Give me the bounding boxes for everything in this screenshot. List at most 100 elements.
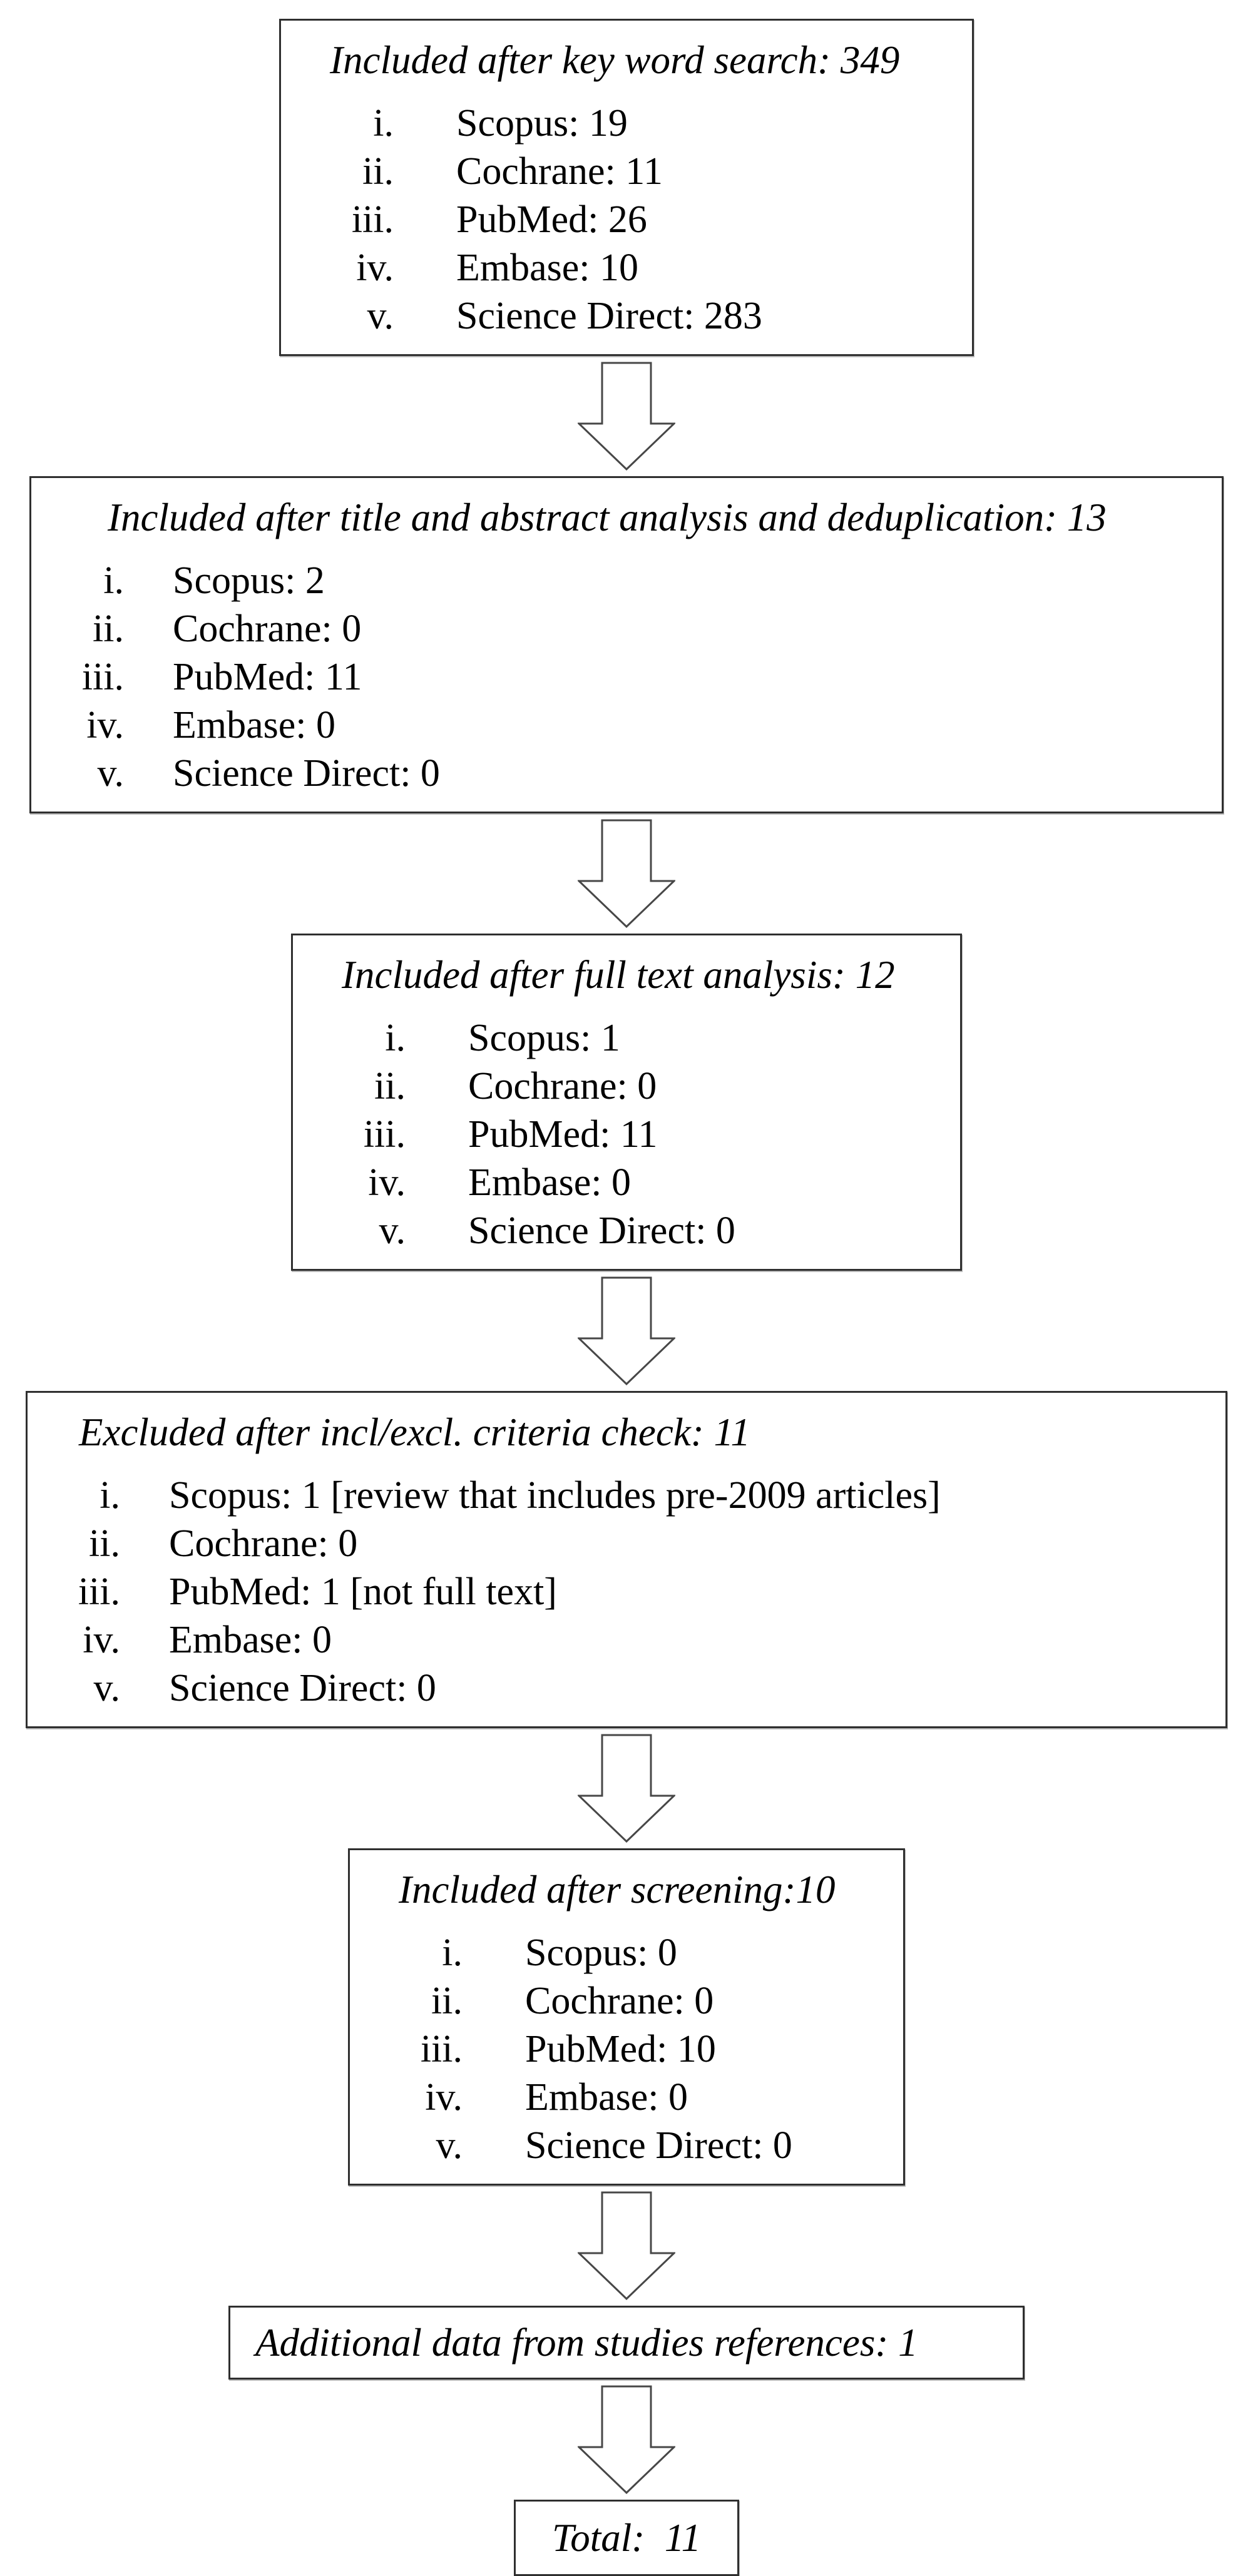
item-label: PubMed: 26 (456, 198, 647, 241)
list-item: iv. Embase: 0 (46, 1616, 1207, 1664)
list-item: iv. Embase: 0 (312, 1159, 941, 1207)
item-numeral: iii. (420, 2028, 463, 2070)
list-item: i. Scopus: 1 (312, 1014, 941, 1062)
item-label: PubMed: 11 (173, 656, 362, 698)
item-numeral: ii. (362, 150, 394, 193)
list-item: ii. Cochrane: 0 (50, 605, 1203, 653)
item-label: Cochrane: 11 (456, 150, 663, 193)
item-label: Embase: 0 (173, 704, 335, 746)
list-item: iv. Embase: 0 (369, 2074, 884, 2122)
item-label: PubMed: 1 [not full text] (169, 1571, 557, 1613)
list-item: i. Scopus: 19 (300, 99, 953, 148)
list-item: iii. PubMed: 26 (300, 196, 953, 244)
list-item: i. Scopus: 2 (50, 557, 1203, 605)
item-label: Science Direct: 0 (525, 2124, 792, 2167)
down-arrow-icon (578, 813, 675, 934)
down-arrow-icon (578, 1728, 675, 1848)
item-numeral: ii. (93, 608, 124, 650)
down-arrow-icon (578, 1271, 675, 1391)
flow-box-keyword-search: Included after key word search: 349 i. S… (279, 19, 974, 356)
item-label: Scopus: 19 (456, 102, 628, 145)
item-numeral: iv. (86, 704, 124, 746)
item-label: Cochrane: 0 (169, 1522, 358, 1565)
flow-box-excluded-criteria-check: Excluded after incl/excl. criteria check… (26, 1391, 1227, 1728)
box-title: Included after key word search: 349 (330, 38, 900, 82)
list-item: iv. Embase: 10 (300, 244, 953, 292)
item-numeral: i. (442, 1932, 463, 1974)
item-label: Science Direct: 0 (169, 1667, 436, 1709)
list-item: ii. Cochrane: 0 (312, 1062, 941, 1111)
item-label: Cochrane: 0 (525, 1980, 714, 2022)
list-item: iv. Embase: 0 (50, 701, 1203, 750)
list-item: v. Science Direct: 283 (300, 292, 953, 340)
item-numeral: v. (93, 1667, 120, 1709)
list-item: ii. Cochrane: 0 (46, 1520, 1207, 1568)
item-numeral: ii. (374, 1065, 406, 1107)
item-label: PubMed: 10 (525, 2028, 716, 2070)
source-list: i. Scopus: 0 ii. Cochrane: 0 iii. PubMed… (369, 1929, 884, 2170)
item-label: Scopus: 0 (525, 1932, 677, 1974)
item-numeral: iii. (363, 1113, 406, 1156)
box-title: Included after full text analysis: 12 (342, 953, 895, 997)
item-numeral: iv. (83, 1619, 120, 1661)
item-label: Scopus: 2 (173, 559, 325, 602)
item-numeral: v. (367, 295, 394, 337)
list-item: v. Science Direct: 0 (369, 2122, 884, 2170)
source-list: i. Scopus: 1 [review that includes pre-2… (46, 1472, 1207, 1713)
item-numeral: v. (379, 1209, 406, 1252)
item-label: Science Direct: 0 (173, 752, 440, 795)
item-label: Science Direct: 283 (456, 295, 762, 337)
item-label: Embase: 0 (468, 1161, 631, 1204)
list-item: i. Scopus: 1 [review that includes pre-2… (46, 1472, 1207, 1520)
box-title: Total: 11 (551, 2516, 702, 2560)
item-numeral: iv. (368, 1161, 406, 1204)
box-title: Excluded after incl/excl. criteria check… (79, 1410, 750, 1454)
item-label: Embase: 10 (456, 247, 638, 289)
item-numeral: iii. (351, 198, 394, 241)
list-item: iii. PubMed: 1 [not full text] (46, 1568, 1207, 1616)
item-label: Cochrane: 0 (173, 608, 362, 650)
flow-box-full-text-analysis: Included after full text analysis: 12 i.… (291, 934, 962, 1271)
item-numeral: v. (97, 752, 124, 795)
item-numeral: i. (385, 1017, 406, 1059)
down-arrow-icon (578, 356, 675, 476)
list-item: iii. PubMed: 11 (50, 653, 1203, 701)
list-item: i. Scopus: 0 (369, 1929, 884, 1977)
list-item: v. Science Direct: 0 (312, 1207, 941, 1255)
box-title: Included after screening:10 (399, 1868, 836, 1912)
item-numeral: ii. (89, 1522, 120, 1565)
item-numeral: iv. (425, 2076, 463, 2119)
source-list: i. Scopus: 19 ii. Cochrane: 11 iii. PubM… (300, 99, 953, 340)
list-item: v. Science Direct: 0 (46, 1664, 1207, 1713)
list-item: iii. PubMed: 10 (369, 2025, 884, 2074)
source-list: i. Scopus: 1 ii. Cochrane: 0 iii. PubMed… (312, 1014, 941, 1255)
item-numeral: i. (103, 559, 124, 602)
item-numeral: i. (100, 1474, 120, 1517)
item-label: Embase: 0 (525, 2076, 688, 2119)
item-label: Science Direct: 0 (468, 1209, 735, 1252)
source-list: i. Scopus: 2 ii. Cochrane: 0 iii. PubMed… (50, 557, 1203, 798)
list-item: v. Science Direct: 0 (50, 750, 1203, 798)
item-numeral: iv. (356, 247, 394, 289)
list-item: ii. Cochrane: 11 (300, 148, 953, 196)
flow-box-additional-references: Additional data from studies references:… (228, 2306, 1025, 2380)
item-numeral: iii. (81, 656, 124, 698)
item-label: Scopus: 1 (468, 1017, 620, 1059)
item-numeral: iii. (78, 1571, 120, 1613)
item-label: PubMed: 11 (468, 1113, 658, 1156)
list-item: ii. Cochrane: 0 (369, 1977, 884, 2025)
list-item: iii. PubMed: 11 (312, 1111, 941, 1159)
flow-box-total: Total: 11 (514, 2500, 739, 2576)
flow-box-title-abstract-analysis: Included after title and abstract analys… (29, 476, 1224, 813)
down-arrow-icon (578, 2380, 675, 2500)
item-label: Scopus: 1 [review that includes pre-2009… (169, 1474, 941, 1517)
item-numeral: v. (436, 2124, 463, 2167)
item-numeral: i. (373, 102, 394, 145)
item-label: Embase: 0 (169, 1619, 332, 1661)
item-numeral: ii. (431, 1980, 463, 2022)
box-title: Included after title and abstract analys… (108, 496, 1107, 539)
flow-box-included-after-screening: Included after screening:10 i. Scopus: 0… (348, 1848, 905, 2186)
box-title: Additional data from studies references:… (255, 2321, 918, 2365)
item-label: Cochrane: 0 (468, 1065, 657, 1107)
